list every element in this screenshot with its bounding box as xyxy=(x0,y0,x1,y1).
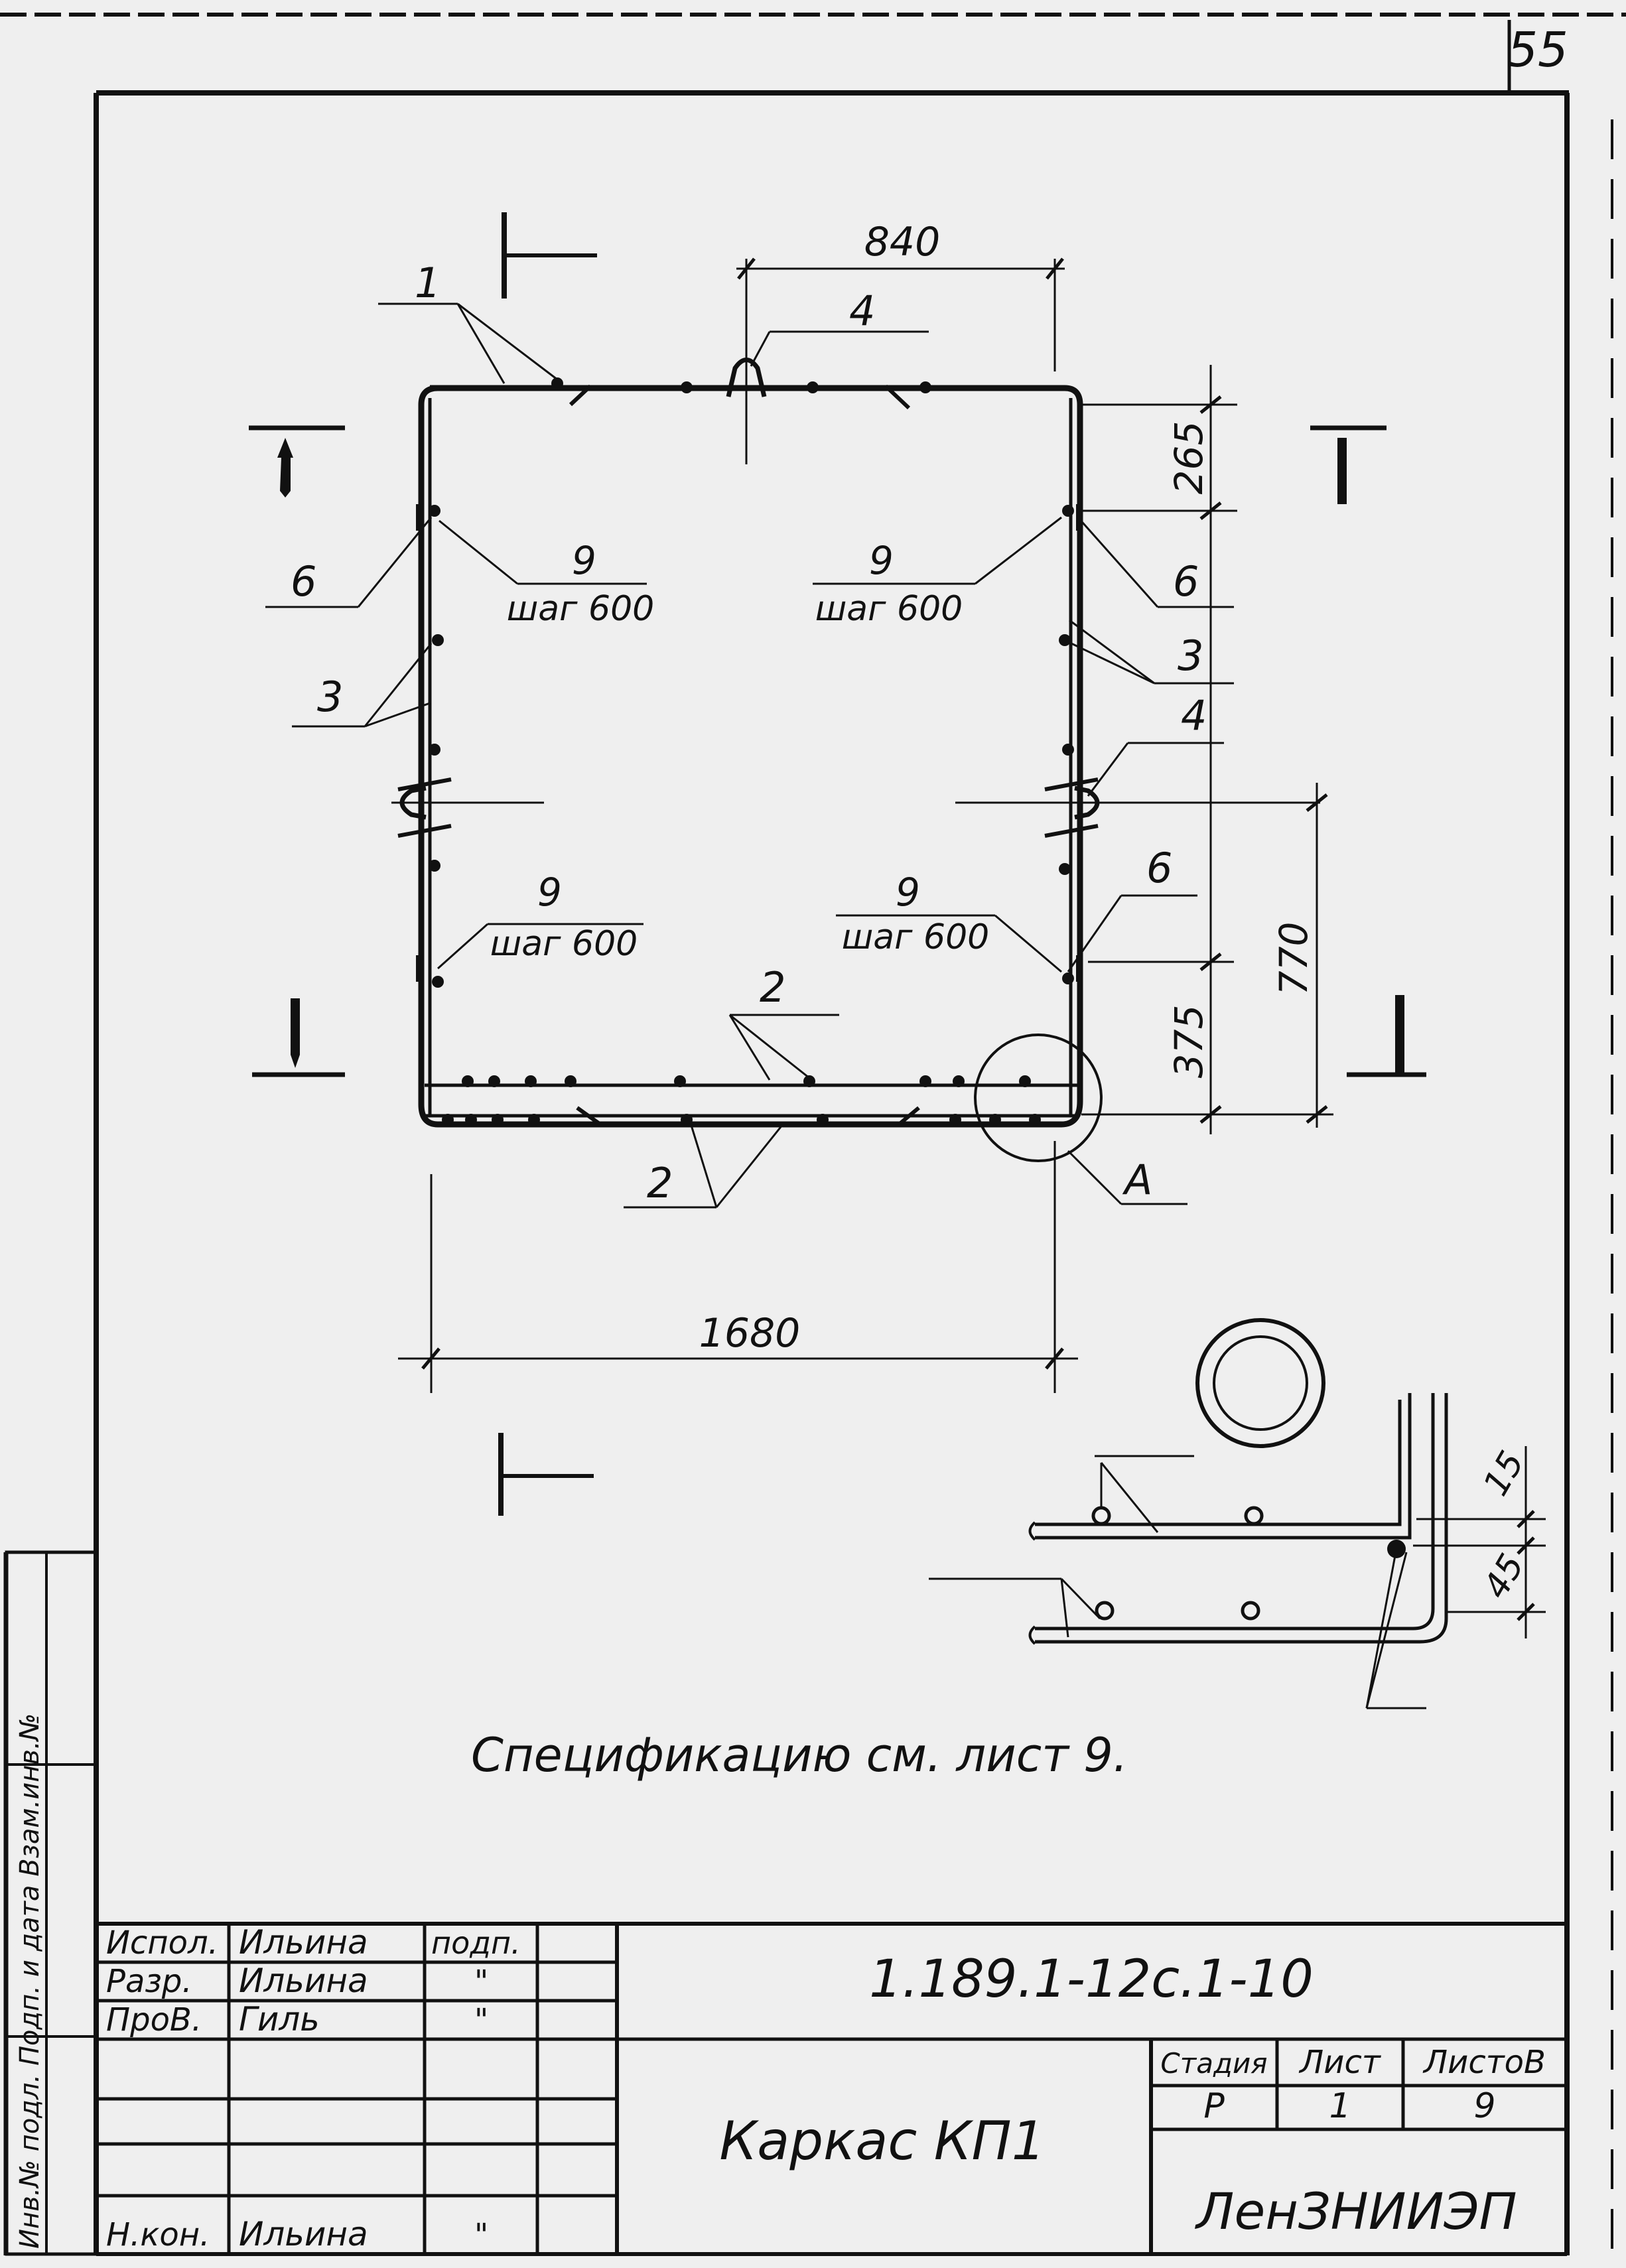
tb-stage-header: Стадия xyxy=(1160,2047,1267,2080)
tb-name-1: Ильина xyxy=(239,1923,368,1962)
tb-name-4: Ильина xyxy=(239,2215,368,2253)
step-tl: шаг 600 xyxy=(507,589,655,629)
tb-code: 1.189.1-12с.1-10 xyxy=(869,1950,1314,2009)
side-stamp-text: Инв.№ подл. Подп. и дата Взам.инв.№ xyxy=(15,1713,45,2249)
callout-2-bottom: 2 xyxy=(647,1159,673,1207)
leader-lines xyxy=(265,302,1234,1209)
callout-2-top: 2 xyxy=(760,963,785,1012)
lifting-loop-left xyxy=(391,785,544,820)
section-2-right xyxy=(1347,995,1426,1077)
tb-sheets: 9 xyxy=(1473,2086,1495,2126)
callout-6-right-top: 6 xyxy=(1173,557,1199,606)
callout-4-top: 4 xyxy=(849,287,875,335)
step-br: шаг 600 xyxy=(842,917,990,957)
dim-265: 265 xyxy=(1166,421,1211,495)
dim-1680: 1680 xyxy=(699,1310,801,1357)
callout-9-br: 9 xyxy=(896,870,920,915)
tb-role-1: Испол. xyxy=(106,1924,218,1962)
detail-a: 15 45 xyxy=(929,1318,1546,1709)
lifting-loop-right xyxy=(955,785,1320,820)
section-1-left xyxy=(249,425,345,498)
sheet-frame xyxy=(0,13,1626,2256)
title-block: Испол. Ильина подп. Разр. Ильина " ПроВ.… xyxy=(96,1922,1567,2254)
callout-9-tl: 9 xyxy=(572,538,596,583)
page-number: 55 xyxy=(1507,22,1568,78)
dim-45: 45 xyxy=(1476,1548,1532,1605)
tb-name-3: Гиль xyxy=(239,2000,320,2038)
callout-a: A xyxy=(1122,1156,1152,1204)
section-3-top xyxy=(502,212,597,299)
callout-9-bl: 9 xyxy=(537,870,562,915)
dim-15: 15 xyxy=(1476,1445,1532,1502)
callout-3-right: 3 xyxy=(1178,632,1203,680)
section-3-bottom xyxy=(498,1433,594,1516)
callout-6-left: 6 xyxy=(291,557,316,606)
callout-9-tr: 9 xyxy=(869,538,894,583)
tb-sign-4: " xyxy=(474,2217,488,2253)
tb-role-3: ПроВ. xyxy=(106,2001,202,2038)
dim-770: 770 xyxy=(1271,922,1316,996)
tb-name-2: Ильина xyxy=(239,1962,368,2000)
side-stamp: Инв.№ подл. Подп. и дата Взам.инв.№ xyxy=(5,1550,98,2256)
tb-sign-3: " xyxy=(474,2002,488,2038)
tb-org: ЛенЗНИИЭП xyxy=(1194,2182,1517,2241)
cage-frame xyxy=(418,385,1083,1128)
tb-sheet-header: Лист xyxy=(1298,2044,1382,2081)
tb-sheet: 1 xyxy=(1329,2086,1351,2126)
stirrup-ticks xyxy=(397,384,1099,1126)
step-bl: шаг 600 xyxy=(490,924,638,964)
tb-stage: Р xyxy=(1203,2086,1225,2126)
dimension-lines xyxy=(398,257,1333,1393)
dim-375: 375 xyxy=(1166,1005,1211,1079)
tb-role-2: Разр. xyxy=(106,1963,192,2000)
callout-3-left: 3 xyxy=(317,673,343,721)
tb-sign-2: " xyxy=(474,1964,488,1999)
tb-sign-1: подп. xyxy=(431,1925,521,1961)
callout-6-right-bottom: 6 xyxy=(1146,844,1172,892)
tb-title: Каркас КП1 xyxy=(719,2110,1045,2172)
callout-4-right: 4 xyxy=(1181,691,1207,740)
section-1-right xyxy=(1310,425,1387,504)
step-tr: шаг 600 xyxy=(815,589,963,629)
tb-role-4: Н.кон. xyxy=(106,2216,210,2253)
dim-840: 840 xyxy=(864,219,941,265)
tb-sheets-header: ЛистоВ xyxy=(1422,2044,1546,2081)
section-2-left xyxy=(252,998,345,1077)
specification-note: Спецификацию см. лист 9. xyxy=(471,1728,1128,1782)
callout-1: 1 xyxy=(415,259,440,307)
lifting-loop-top xyxy=(726,358,767,464)
rebar-dots xyxy=(429,377,1074,1126)
